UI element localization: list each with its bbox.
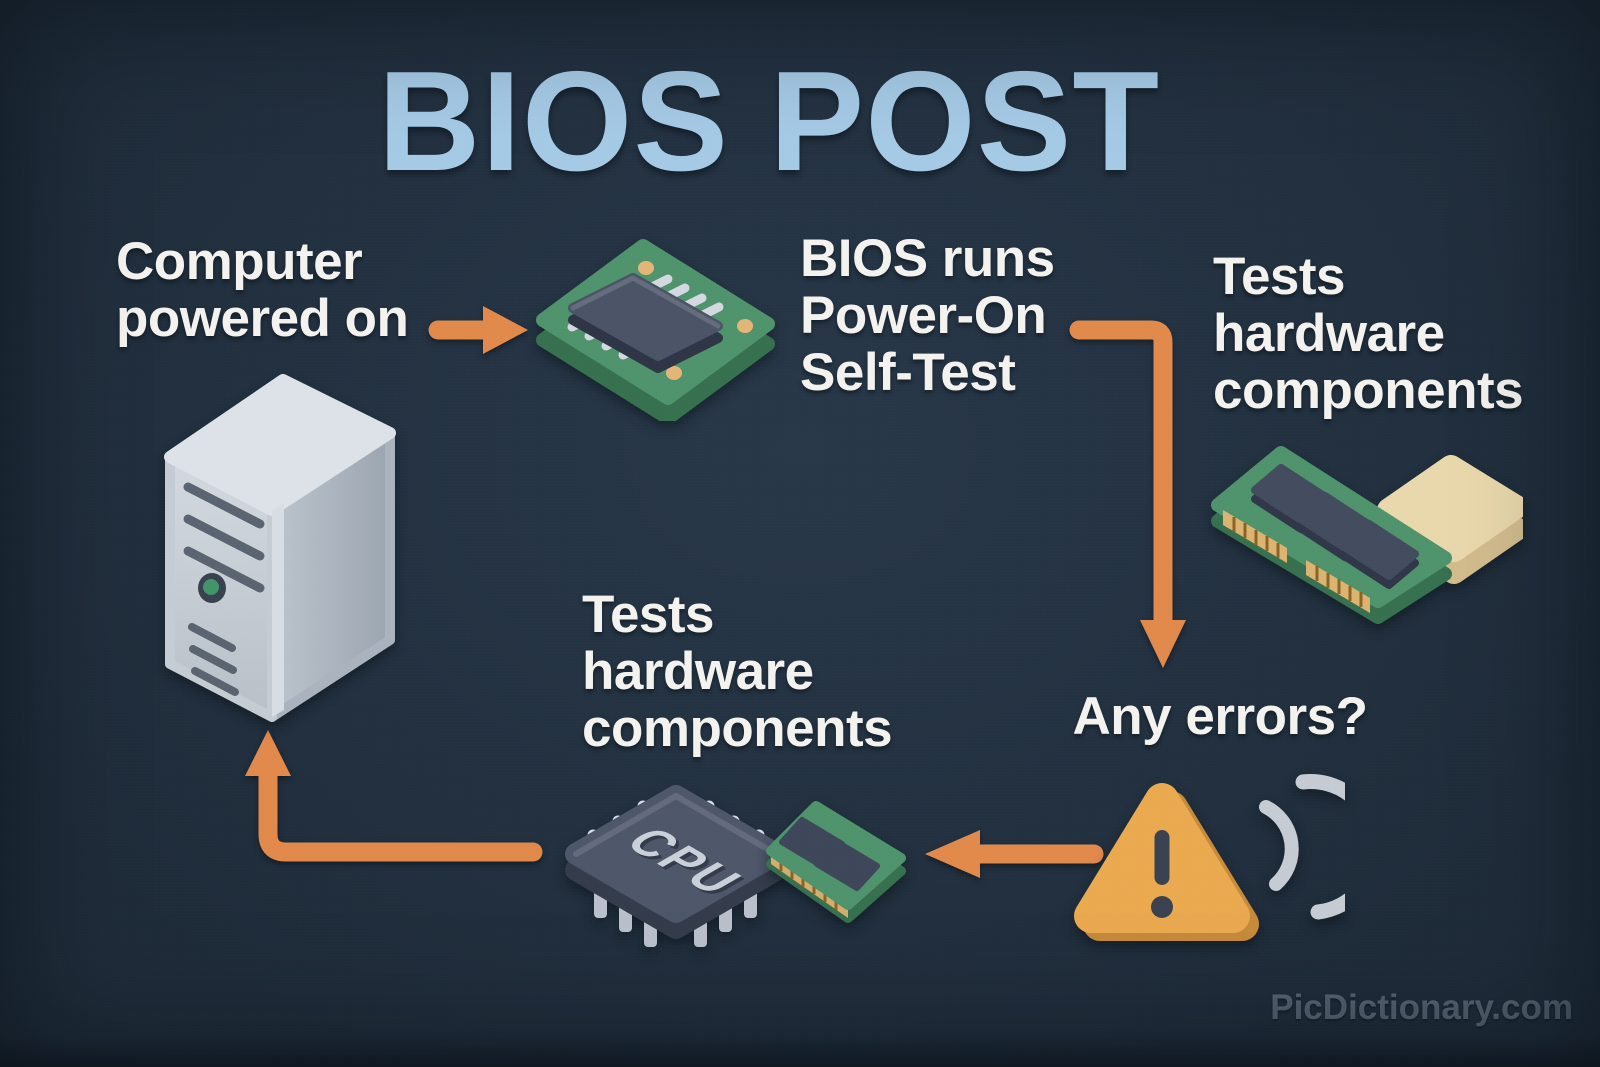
label-tests-hardware-top: Tests hardware components (1213, 247, 1524, 420)
label-computer-powered-on: Computer powered on (116, 232, 409, 348)
memory-module-icon (766, 801, 906, 923)
arrow-elbow-up-icon (245, 730, 543, 862)
beep-waves-icon (1259, 774, 1345, 920)
label-any-errors: Any errors? (1072, 687, 1368, 746)
tower-vents-lower (188, 623, 239, 696)
bios-chip-icon (536, 239, 775, 421)
label-bios-runs-post: BIOS runs Power-On Self-Test (800, 229, 1055, 402)
bottom-fade (0, 1037, 1600, 1067)
warning-triangle-icon (1074, 774, 1345, 941)
arrow-right-icon (428, 306, 528, 354)
label-tests-hardware-middle: Tests hardware components (582, 585, 893, 758)
arrow-left-icon (925, 830, 1104, 878)
watermark: PicDictionary.com (1270, 988, 1573, 1027)
tower-vents (183, 482, 265, 593)
cpu-chip-icon: CPU CPU (565, 785, 787, 947)
arrow-elbow-down-icon (1069, 320, 1186, 668)
computer-tower-icon (164, 374, 396, 722)
page-title: BIOS POST (377, 42, 1161, 201)
ram-module-icon (1211, 446, 1523, 624)
power-button-icon (198, 573, 226, 603)
